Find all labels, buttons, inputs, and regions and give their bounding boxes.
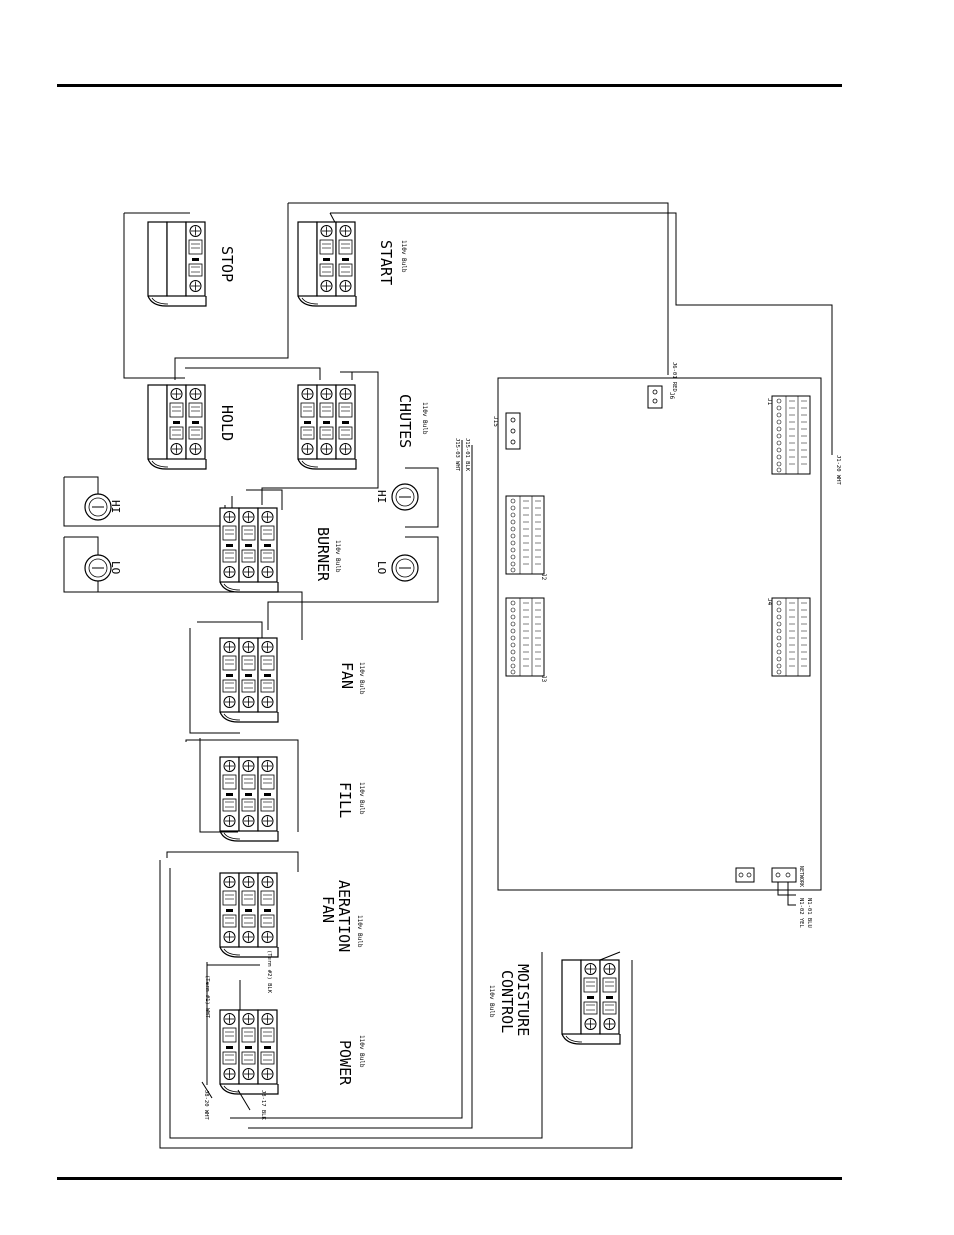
wire-label-j1-wht: J1-20 WHT bbox=[835, 455, 841, 485]
bulb-label-fan: 110v Bulb bbox=[358, 662, 365, 695]
label-fan: FAN bbox=[338, 662, 356, 689]
j1-label: J1 bbox=[766, 398, 773, 406]
burner-switch bbox=[219, 507, 279, 593]
label-moisture: MOISTURE bbox=[514, 964, 532, 1036]
bulb-label-aeration: 110v Bulb bbox=[356, 915, 363, 948]
j15-connector: J15 bbox=[492, 412, 521, 450]
j15-label: J15 bbox=[492, 416, 499, 427]
bulb-label-chutes: 110v Bulb bbox=[421, 402, 428, 435]
wire-label-j15-wht: J15-03 WHT bbox=[454, 438, 460, 472]
footer-rule bbox=[57, 1177, 842, 1180]
j4-terminal-strip: J4 bbox=[766, 597, 811, 677]
label-control: CONTROL bbox=[498, 970, 516, 1033]
j4-label: J4 bbox=[766, 598, 773, 606]
label-aeration: AERATION bbox=[335, 880, 353, 952]
fill-switch bbox=[219, 756, 279, 842]
j2-label: J2 bbox=[540, 573, 547, 581]
j6-connector: J6 bbox=[647, 385, 675, 409]
label-hold: HOLD bbox=[218, 405, 236, 441]
stop-switch bbox=[147, 221, 207, 307]
lo-lamp-right bbox=[391, 554, 419, 582]
start-switch bbox=[297, 221, 357, 307]
hi-lamp-left bbox=[84, 493, 112, 521]
label-lo-right: LO bbox=[375, 561, 388, 574]
j1-terminal-strip: J1 bbox=[766, 395, 811, 475]
network-connector: NETWORK bbox=[771, 866, 804, 887]
aeration-fan-switch bbox=[219, 872, 279, 958]
label-chutes: CHUTES bbox=[396, 394, 414, 448]
label-fill: FILL bbox=[336, 782, 354, 818]
label-aeration-fan: FAN bbox=[319, 896, 337, 923]
wire-label-term-wht: (Term #1) WHT bbox=[204, 975, 210, 1019]
wires bbox=[63, 202, 833, 1149]
wire-label-n1-blu: N1-01 BLU bbox=[806, 898, 812, 928]
hi-lamp-right bbox=[391, 483, 419, 511]
label-burner: BURNER bbox=[314, 527, 332, 582]
control-board bbox=[497, 377, 822, 891]
aux-connector bbox=[735, 867, 755, 883]
wire-label-j8-blk: J8-17 BLK bbox=[260, 1090, 266, 1120]
j2-terminal-strip: J2 bbox=[505, 495, 547, 581]
j3-label: J3 bbox=[540, 675, 547, 683]
lo-lamp-left bbox=[84, 554, 112, 582]
wire-label-j15-blk: J15-01 BLK bbox=[464, 438, 470, 472]
label-lo-left: LO bbox=[109, 561, 122, 574]
power-switch bbox=[219, 1009, 279, 1095]
network-label: NETWORK bbox=[798, 866, 804, 887]
moisture-control-switch bbox=[561, 959, 621, 1045]
chutes-switch bbox=[297, 384, 357, 470]
bulb-label-power: 110v Bulb bbox=[358, 1035, 365, 1068]
hold-switch bbox=[147, 384, 207, 470]
bulb-label-start: 110v Bulb bbox=[400, 240, 407, 273]
bulb-label-fill: 110v Bulb bbox=[358, 782, 365, 815]
wire-label-n1-yel: N1-02 YEL bbox=[798, 898, 804, 928]
label-stop: STOP bbox=[218, 246, 236, 282]
wire-label-j6-red: J6-01 RED bbox=[671, 362, 677, 392]
bulb-label-moisture: 110v Bulb bbox=[488, 985, 495, 1018]
label-hi-right: HI bbox=[375, 490, 388, 503]
header-rule bbox=[57, 84, 842, 87]
label-power: POWER bbox=[336, 1040, 354, 1086]
wire-label-term-blk: (Term #2) BLK bbox=[266, 950, 272, 994]
j6-label: J6 bbox=[668, 392, 675, 400]
label-start: START bbox=[377, 240, 395, 285]
wire-label-j8-wht: J8-20 WHT bbox=[203, 1090, 209, 1120]
label-hi-left: HI bbox=[109, 500, 122, 513]
fan-switch bbox=[219, 637, 279, 723]
bulb-label-burner: 110v Bulb bbox=[334, 540, 341, 573]
j3-terminal-strip: J3 bbox=[505, 597, 547, 683]
